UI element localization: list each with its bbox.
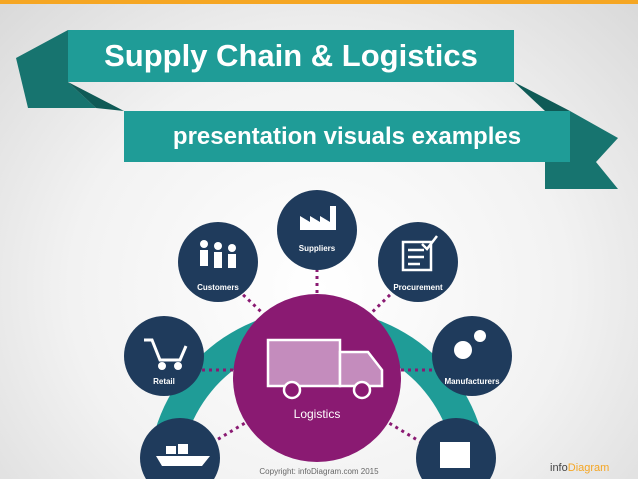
truck-icon	[266, 338, 384, 400]
label-procurement: Procurement	[393, 283, 443, 292]
title-banner: Supply Chain & Logistics	[68, 30, 514, 82]
ribbon-fold-right-tail	[545, 111, 618, 189]
label-suppliers: Suppliers	[298, 244, 336, 253]
people-icon	[200, 240, 236, 268]
logo-part-diagram: Diagram	[567, 462, 610, 474]
brand-logo: infoDiagram	[550, 462, 609, 474]
page-title: Supply Chain & Logistics	[104, 38, 478, 73]
node-customers	[178, 222, 258, 302]
factory-icon	[300, 206, 336, 230]
page-subtitle: presentation visuals examples	[172, 122, 522, 150]
node-retail	[124, 316, 204, 396]
node-procurement	[378, 222, 458, 302]
cargo-ship-icon	[156, 444, 210, 466]
ribbon-fold-left	[16, 30, 96, 108]
label-manufacturers: Manufacturers	[444, 377, 500, 386]
center-label: Logistics	[293, 407, 341, 421]
ribbon-fold-right	[514, 82, 570, 111]
label-customers: Customers	[197, 283, 239, 292]
node-package	[416, 418, 496, 479]
subtitle-banner: presentation visuals examples	[124, 111, 570, 162]
package-icon	[440, 442, 470, 468]
arc-band	[148, 309, 488, 479]
label-retail: Retail	[153, 377, 175, 386]
node-ship	[140, 418, 220, 479]
copyright-text: Copyright: infoDiagram.com 2015	[259, 467, 379, 476]
node-suppliers	[277, 190, 357, 270]
gears-icon	[454, 330, 486, 359]
shopping-cart-icon	[144, 338, 188, 370]
logo-part-info: info	[550, 462, 568, 474]
node-manufacturers	[432, 316, 512, 396]
top-accent-bar	[0, 0, 638, 4]
ribbon-shadow-band	[68, 82, 124, 111]
checklist-icon	[401, 235, 438, 272]
